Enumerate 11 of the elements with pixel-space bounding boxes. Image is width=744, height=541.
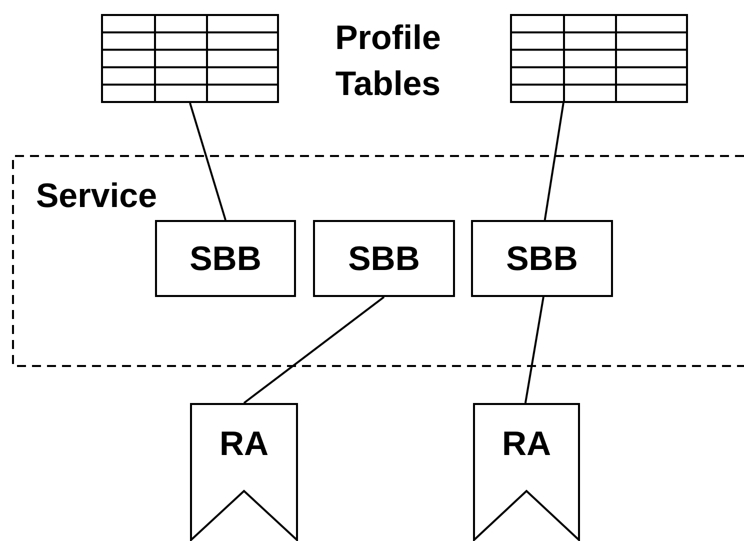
caption-text: Profile Tables (334, 18, 442, 105)
node-label: SBB (505, 242, 579, 276)
connector-line (243, 296, 385, 404)
group-title: Service (36, 179, 157, 213)
connector-line (544, 102, 564, 220)
node-label: RA (500, 427, 552, 461)
node-label: SBB (347, 242, 421, 276)
connector-line (524, 296, 544, 404)
node-label: RA (218, 427, 270, 461)
node-label: SBB (188, 242, 262, 276)
connector-line (189, 102, 226, 220)
